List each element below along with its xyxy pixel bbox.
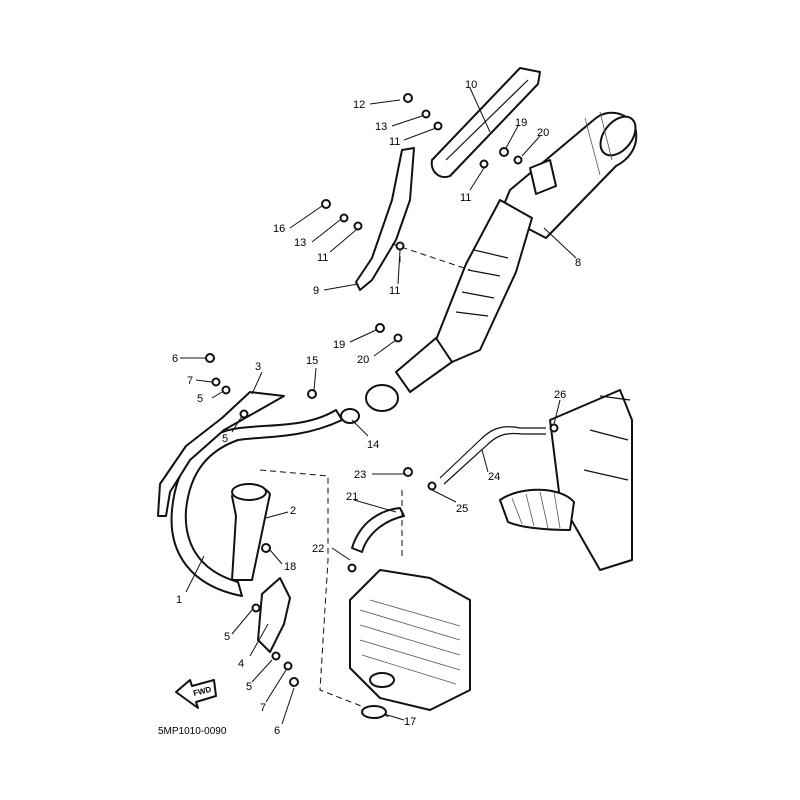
callout-5-lower: 5	[246, 681, 252, 693]
callout-20-lower: 20	[357, 354, 369, 366]
callout-15: 15	[306, 355, 318, 367]
fwd-label: FWD	[192, 685, 212, 698]
callout-14: 14	[367, 439, 379, 451]
callout-5-mid: 5	[224, 631, 230, 643]
callout-19-lower: 19	[333, 339, 345, 351]
fasteners	[205, 93, 559, 719]
callout-18: 18	[284, 561, 296, 573]
callout-11-mid: 11	[317, 252, 328, 264]
diagram-code: 5MP1010-0090	[158, 726, 227, 737]
callout-12: 12	[353, 99, 365, 111]
callout-5-protector: 5	[222, 433, 228, 445]
exhaust-pipe-part[interactable]	[170, 409, 343, 597]
fwd-arrow-icon: FWD	[175, 679, 217, 709]
callout-11-lower: 11	[389, 285, 400, 297]
cylinder-head-part[interactable]	[349, 569, 471, 711]
bracket-plate-part[interactable]	[257, 577, 291, 653]
front-pipe-part[interactable]	[231, 483, 271, 581]
callout-3: 3	[255, 361, 261, 373]
callout-19-upper: 19	[515, 117, 527, 129]
pipe-protector-part[interactable]	[157, 391, 285, 517]
callout-25: 25	[456, 503, 468, 515]
callout-7-upper: 7	[187, 375, 193, 387]
callout-13-upper: 13	[375, 121, 387, 133]
leader-lines	[180, 87, 577, 725]
callout-13-lower: 13	[294, 237, 306, 249]
callout-26: 26	[554, 389, 566, 401]
callout-4: 4	[238, 658, 244, 670]
callout-17: 17	[404, 716, 416, 728]
callout-1: 1	[176, 594, 182, 606]
hose-24-part[interactable]	[439, 426, 546, 485]
muffler-bracket-part[interactable]	[355, 147, 415, 291]
callout-16: 16	[273, 223, 285, 235]
callout-11-upper: 11	[389, 136, 400, 148]
callout-22: 22	[312, 543, 324, 555]
callout-23: 23	[354, 469, 366, 481]
callout-6-lower: 6	[274, 725, 280, 737]
callout-20-upper: 20	[537, 127, 549, 139]
callout-9: 9	[313, 285, 319, 297]
carburetor-assembly-part[interactable]	[499, 389, 633, 571]
callout-10: 10	[465, 79, 477, 91]
callout-24: 24	[488, 471, 500, 483]
callout-7-lower: 7	[260, 702, 266, 714]
callout-11-right: 11	[460, 192, 471, 204]
muffler-part[interactable]	[395, 110, 643, 393]
callout-6-upper: 6	[172, 353, 178, 365]
callout-8: 8	[575, 257, 581, 269]
callout-21: 21	[346, 491, 358, 503]
assembly-line-2	[259, 469, 393, 719]
exhaust-joint-part[interactable]	[340, 384, 399, 424]
callout-2: 2	[290, 505, 296, 517]
callout-5-upper: 5	[197, 393, 203, 405]
hose-21-part[interactable]	[351, 507, 405, 553]
